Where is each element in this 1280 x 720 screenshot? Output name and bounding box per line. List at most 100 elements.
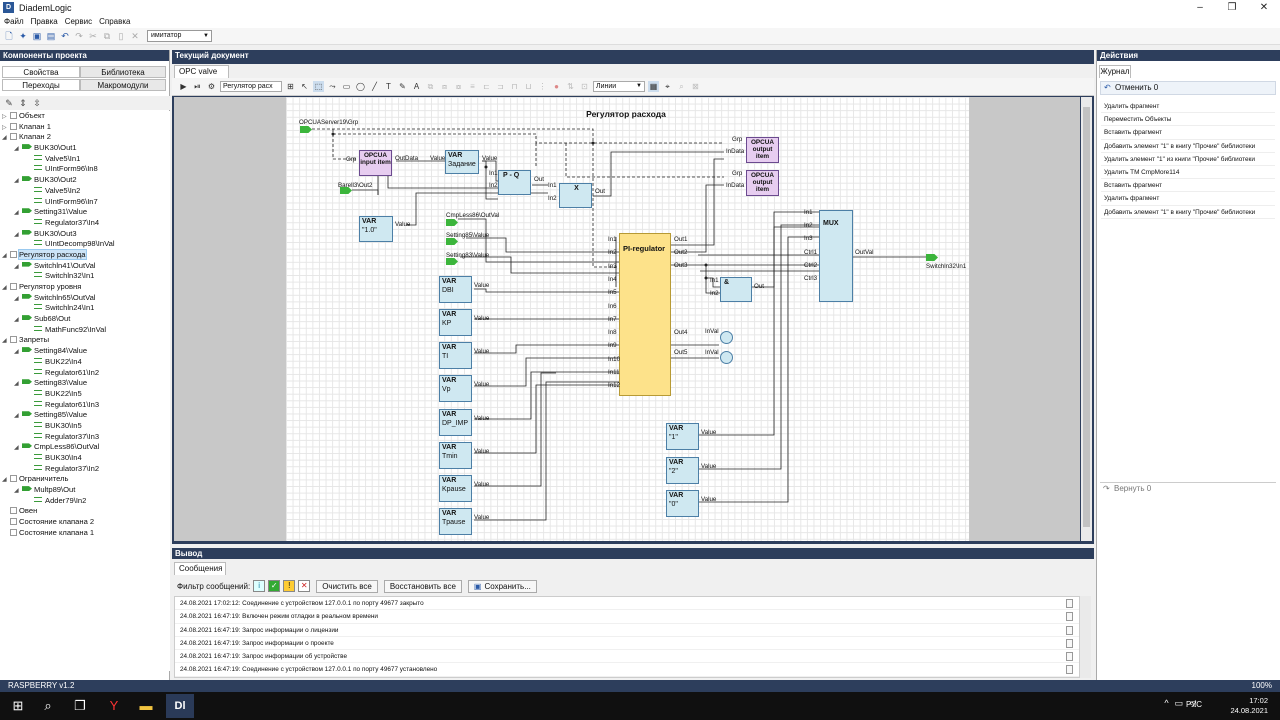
clock[interactable]: 17:02 24.08.2021 <box>1230 696 1268 716</box>
close-icon[interactable]: ✕ <box>1259 2 1269 13</box>
record-icon[interactable]: ● <box>554 82 559 91</box>
edit-icon[interactable]: ✎ <box>5 98 13 108</box>
barell-pin[interactable] <box>340 187 352 194</box>
align-left-icon[interactable]: ⊏ <box>483 82 490 91</box>
tree-node[interactable]: Valve5\In2 <box>0 186 170 197</box>
chevron-up-icon[interactable]: ^ <box>1164 698 1175 708</box>
undo-button[interactable]: ↶Отменить 0 <box>1100 81 1276 95</box>
expand-icon[interactable]: ⇕ <box>19 98 27 108</box>
tree-node[interactable]: ◢Multp89\Out <box>0 485 170 496</box>
mux-block[interactable]: MUX <box>819 210 853 302</box>
new-project-icon[interactable]: ✦ <box>19 31 27 41</box>
multiply-block[interactable]: X <box>559 183 592 208</box>
action-item[interactable]: Добавить элемент "1" в книгу "Прочие" би… <box>1101 140 1275 153</box>
tree-node[interactable]: UIntDecomp98\InVal <box>0 239 170 250</box>
tree-node[interactable]: BUK22\In4 <box>0 357 170 368</box>
grid-icon[interactable]: ▦ <box>648 81 659 92</box>
font-icon[interactable]: A <box>413 82 420 91</box>
distribute-icon[interactable]: ⋮ <box>538 82 547 91</box>
tree-node[interactable]: ▷Клапан 1 <box>0 122 170 133</box>
opc-server-pin[interactable] <box>300 126 312 133</box>
align-icon[interactable]: ≡ <box>470 82 475 91</box>
connect-icon[interactable]: ⤳ <box>329 82 336 91</box>
tree-node[interactable]: ◢Регулятор расхода <box>0 248 170 261</box>
tree-node[interactable]: Состояние клапана 1 <box>0 528 170 539</box>
tree-node[interactable]: ◢Setting84\Value <box>0 346 170 357</box>
diademlogic-taskbar-icon[interactable]: Dl <box>166 694 194 718</box>
and-block[interactable]: & <box>720 277 752 302</box>
step-icon[interactable]: ⏯ <box>194 82 201 91</box>
const-block[interactable]: VAR"2" <box>666 457 699 484</box>
tree-node[interactable]: Switchln24\In1 <box>0 303 170 314</box>
chevron-right-icon[interactable]: ▷ <box>2 114 7 120</box>
brush-icon[interactable]: ✎ <box>399 82 406 91</box>
tree-node[interactable]: Regulator61\In2 <box>0 368 170 379</box>
log-row[interactable]: 24.08.2021 16:47:19: Запрос информации о… <box>175 637 1079 651</box>
chevron-down-icon[interactable]: ◢ <box>14 381 19 388</box>
line-icon[interactable]: ╱ <box>372 82 377 91</box>
chevron-down-icon[interactable]: ◢ <box>14 488 19 495</box>
tree-node[interactable]: Regulator37\In4 <box>0 218 170 229</box>
lock-icon[interactable]: ⊡ <box>581 82 588 91</box>
pi-regulator-block[interactable]: PI-regulator <box>619 233 671 396</box>
chevron-down-icon[interactable]: ◢ <box>14 231 19 238</box>
delete-icon[interactable]: ✕ <box>131 31 139 41</box>
checkbox[interactable] <box>10 518 17 526</box>
scrollbar-thumb[interactable] <box>1083 107 1090 527</box>
select-icon[interactable]: ⬚ <box>313 81 324 92</box>
chevron-down-icon[interactable]: ◢ <box>2 285 7 291</box>
tree-node[interactable]: ◢CmpLess86\OutVal <box>0 442 170 453</box>
chevron-down-icon[interactable]: ◢ <box>2 135 7 142</box>
const-block[interactable]: VAR"1" <box>666 423 699 450</box>
tree-node[interactable]: ◢BUK30\Out1 <box>0 143 170 154</box>
chevron-down-icon[interactable]: ◢ <box>2 252 7 259</box>
minimize-icon[interactable]: – <box>1197 2 1203 13</box>
cmpless-pin[interactable] <box>446 219 458 226</box>
checkbox[interactable] <box>10 475 17 483</box>
tab-messages[interactable]: Сообщения <box>174 562 226 575</box>
tree-node[interactable]: UIntForm96\In7 <box>0 197 170 208</box>
tree-node[interactable]: Regulator37\In2 <box>0 464 170 475</box>
log-row[interactable]: 24.08.2021 16:47:19: Запрос информации о… <box>175 650 1079 664</box>
log-row[interactable]: 24.08.2021 16:47:19: Включен режим отлад… <box>175 610 1079 624</box>
log-row[interactable]: 24.08.2021 16:47:19: Запрос информации о… <box>175 624 1079 637</box>
menu-edit[interactable]: Правка <box>30 17 58 26</box>
rect-icon[interactable]: ▭ <box>342 82 351 91</box>
redo-button[interactable]: ↷Вернуть 0 <box>1100 482 1276 496</box>
tree-node[interactable]: Valve5\In1 <box>0 154 170 165</box>
save-all-icon[interactable]: ▤ <box>46 31 56 41</box>
windows-start-icon[interactable]: ⊞ <box>12 698 24 713</box>
clear-all-button[interactable]: Очистить все <box>316 579 378 593</box>
chevron-down-icon[interactable]: ◢ <box>14 413 19 420</box>
action-item[interactable]: Добавить элемент "1" в книгу "Прочие" би… <box>1101 206 1275 219</box>
tree-node[interactable]: ◢BUK30\Out2 <box>0 175 170 186</box>
chevron-down-icon[interactable]: ◢ <box>14 445 19 452</box>
error-filter-icon[interactable]: ✕ <box>298 580 311 592</box>
checkbox[interactable] <box>10 122 17 130</box>
checkbox[interactable] <box>10 528 17 536</box>
tree-node[interactable]: BUK22\In5 <box>0 389 170 400</box>
checkbox[interactable] <box>10 112 17 119</box>
mode-select[interactable]: имитатор▼ <box>147 30 212 42</box>
tab-macromodules[interactable]: Макромодули <box>80 79 166 91</box>
action-item[interactable]: Удалить фрагмент <box>1101 100 1275 114</box>
cut-icon[interactable]: ✂ <box>89 31 97 41</box>
menu-help[interactable]: Справка <box>99 17 131 26</box>
copy-fragment-icon[interactable]: ⧉ <box>427 82 434 91</box>
checkbox[interactable] <box>10 336 17 344</box>
tree-node[interactable]: ◢Запреты <box>0 335 170 346</box>
checkbox[interactable] <box>10 250 17 258</box>
yandex-browser-icon[interactable]: Y <box>109 698 119 713</box>
tree-node[interactable]: Adder79\In2 <box>0 496 170 507</box>
volume-icon[interactable]: ◁ <box>1189 698 1202 708</box>
info-filter-icon[interactable]: i <box>253 580 266 592</box>
undo-icon[interactable]: ↶ <box>61 31 69 41</box>
copy-icon[interactable]: ⧉ <box>103 31 111 41</box>
save-button[interactable]: ▣Сохранить... <box>467 579 537 593</box>
tree-node[interactable]: ◢BUK30\Out3 <box>0 229 170 240</box>
save-icon[interactable]: ▣ <box>32 31 42 41</box>
